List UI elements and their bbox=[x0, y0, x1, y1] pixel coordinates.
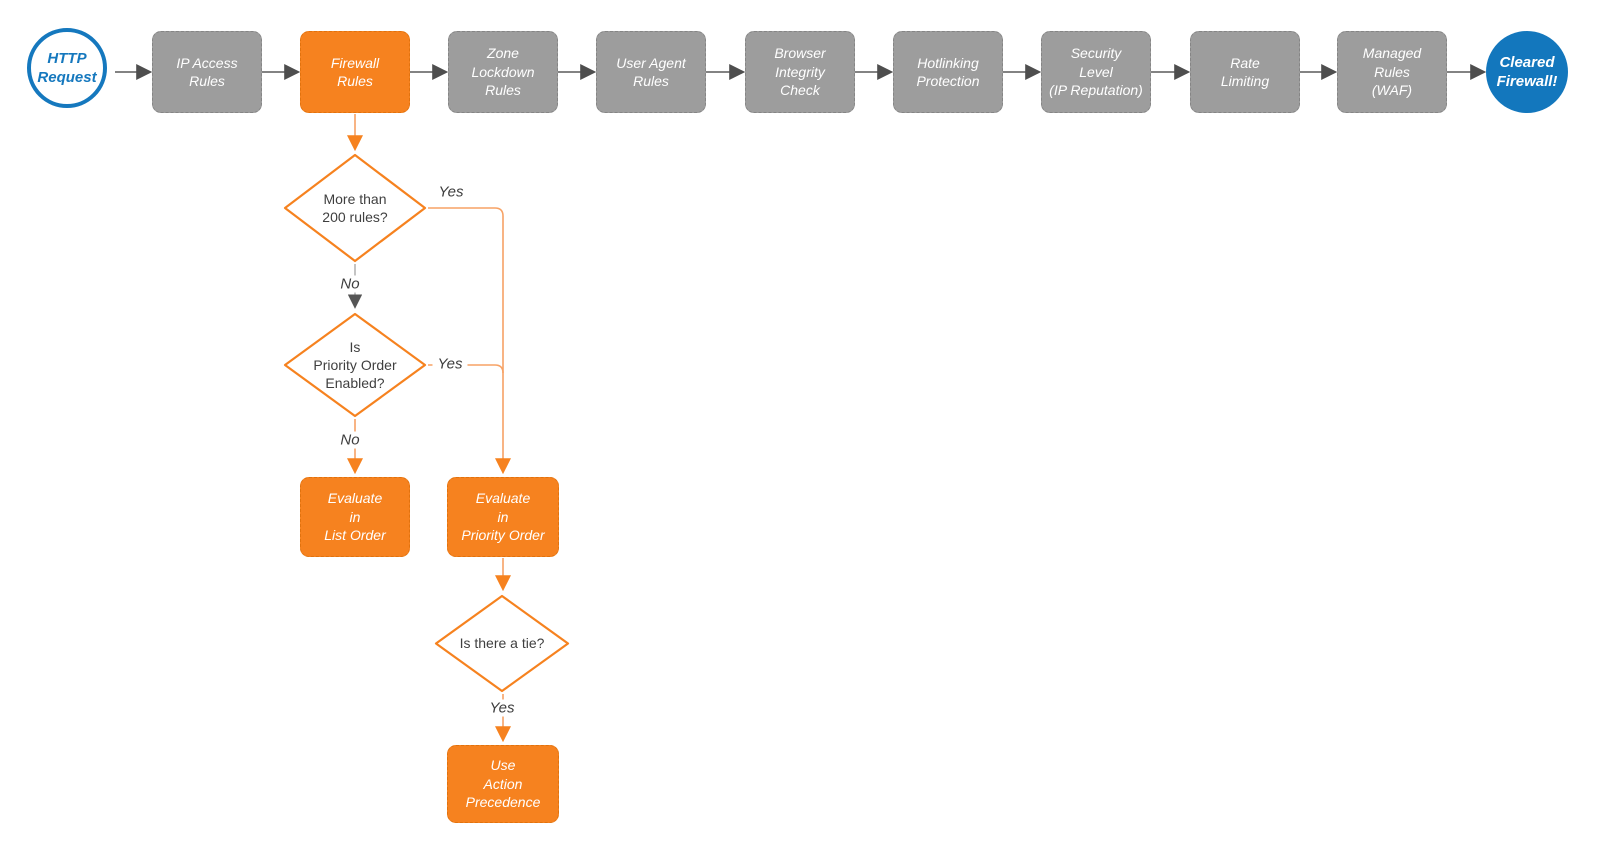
decision-label: Is Priority Order Enabled? bbox=[313, 338, 397, 392]
edge-decision2-yes-join bbox=[428, 364, 504, 374]
step-zone-lockdown-rules: Zone Lockdown Rules bbox=[448, 31, 558, 113]
step-label: Browser Integrity Check bbox=[774, 45, 826, 99]
step-label: Managed Rules (WAF) bbox=[1362, 45, 1422, 99]
edge-label-decision2-no: No bbox=[335, 431, 365, 449]
action-label: Evaluate in List Order bbox=[324, 490, 386, 544]
edge-label-decision1-no: No bbox=[335, 275, 365, 293]
step-managed-rules-waf: Managed Rules (WAF) bbox=[1337, 31, 1447, 113]
decision-is-there-a-tie: Is there a tie? bbox=[434, 594, 570, 693]
action-evaluate-in-priority-order: Evaluate in Priority Order bbox=[447, 477, 559, 557]
decision-priority-order-enabled: Is Priority Order Enabled? bbox=[283, 312, 427, 418]
step-label: Firewall Rules bbox=[330, 54, 380, 89]
action-use-action-precedence: Use Action Precedence bbox=[447, 745, 559, 823]
action-label: Evaluate in Priority Order bbox=[461, 490, 545, 544]
step-label: Rate Limiting bbox=[1220, 54, 1270, 89]
action-evaluate-in-list-order: Evaluate in List Order bbox=[300, 477, 410, 557]
step-label: Security Level (IP Reputation) bbox=[1049, 45, 1143, 99]
start-node-http-request: HTTP Request bbox=[27, 28, 107, 108]
step-label: Zone Lockdown Rules bbox=[471, 45, 535, 99]
decision-label: Is there a tie? bbox=[459, 635, 545, 652]
diamond-shape bbox=[434, 594, 570, 693]
step-browser-integrity-check: Browser Integrity Check bbox=[745, 31, 855, 113]
step-security-level: Security Level (IP Reputation) bbox=[1041, 31, 1151, 113]
end-node-cleared-firewall: Cleared Firewall! bbox=[1486, 31, 1568, 113]
decision-more-than-200-rules: More than 200 rules? bbox=[283, 153, 427, 263]
step-label: Hotlinking Protection bbox=[916, 54, 980, 89]
step-firewall-rules: Firewall Rules bbox=[300, 31, 410, 113]
start-node-label: HTTP Request bbox=[37, 49, 97, 86]
edge-decision1-yes-to-priority bbox=[428, 207, 511, 475]
action-label: Use Action Precedence bbox=[465, 757, 541, 811]
step-label: User Agent Rules bbox=[616, 54, 686, 89]
edge-label-decision3-yes: Yes bbox=[484, 699, 520, 717]
edge-label-decision1-yes: Yes bbox=[438, 183, 464, 201]
decision-label: More than 200 rules? bbox=[322, 190, 388, 225]
diamond-shape bbox=[283, 312, 427, 418]
edge-label-decision2-yes: Yes bbox=[432, 355, 468, 373]
step-label: IP Access Rules bbox=[176, 54, 238, 89]
step-ip-access-rules: IP Access Rules bbox=[152, 31, 262, 113]
step-rate-limiting: Rate Limiting bbox=[1190, 31, 1300, 113]
end-node-label: Cleared Firewall! bbox=[1496, 53, 1558, 90]
step-hotlinking-protection: Hotlinking Protection bbox=[893, 31, 1003, 113]
diamond-shape bbox=[283, 153, 427, 263]
step-user-agent-rules: User Agent Rules bbox=[596, 31, 706, 113]
